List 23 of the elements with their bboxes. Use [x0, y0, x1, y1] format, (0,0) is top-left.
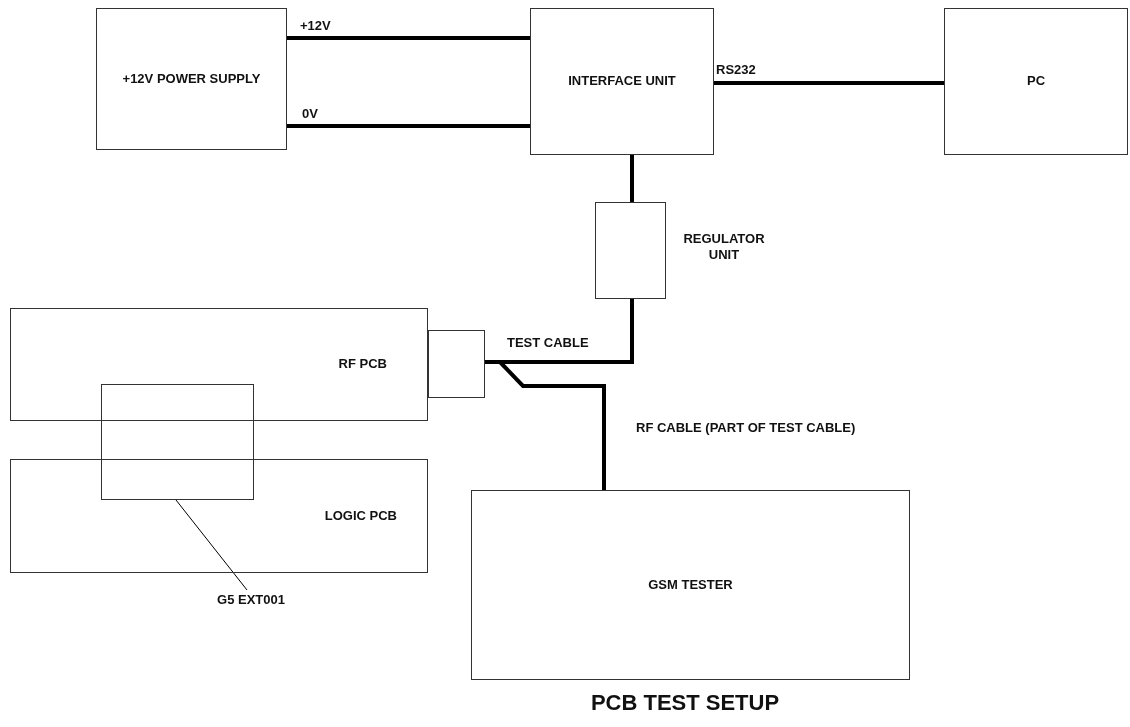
unit-box — [10, 459, 428, 573]
cable-line — [630, 155, 634, 202]
unit-label: RF PCB — [338, 356, 387, 373]
unit-box — [944, 8, 1128, 155]
unit-label: PC — [1026, 73, 1046, 90]
connector-box — [428, 330, 485, 398]
cable-line — [287, 124, 530, 128]
unit-box — [10, 308, 428, 421]
unit-label: INTERFACE UNIT — [568, 73, 676, 90]
unit-label: GSM TESTER — [648, 576, 733, 594]
connector-box — [101, 384, 254, 500]
callout-label: G5 EXT001 — [196, 590, 306, 610]
cable-line — [287, 36, 530, 40]
unit-box — [96, 8, 287, 150]
leader-line — [175, 499, 248, 591]
cable-line — [485, 360, 606, 490]
unit-label: +12V POWER SUPPLY — [122, 70, 261, 88]
unit-label: REGULATOR UNIT — [682, 231, 766, 264]
unit-label: LOGIC PCB — [324, 507, 397, 525]
unit-box — [530, 8, 714, 155]
unit-box — [471, 490, 910, 680]
diagram-title: PCB TEST SETUP — [589, 690, 781, 716]
cable-line — [714, 81, 944, 85]
